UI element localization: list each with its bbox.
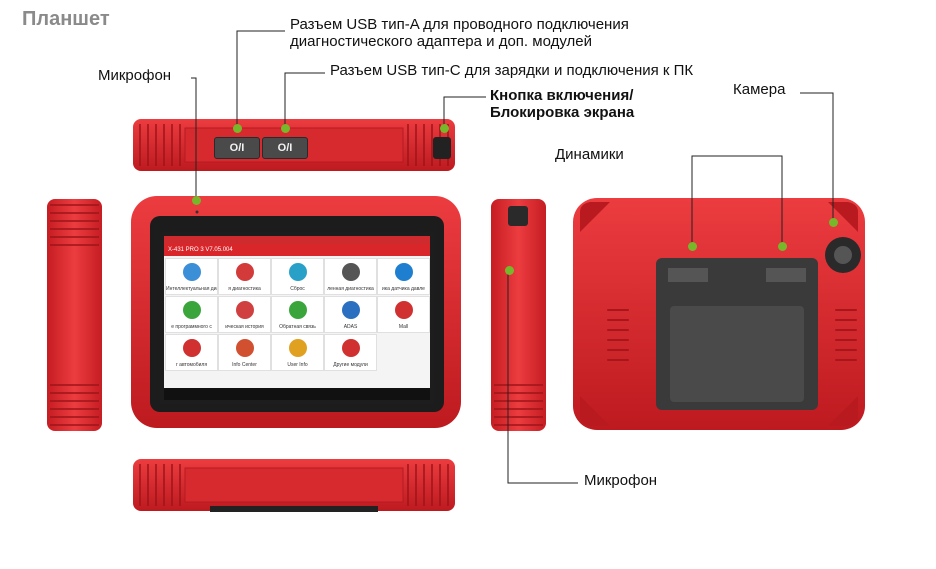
app-tile-label: Сброс <box>290 286 305 292</box>
app-tile-icon <box>182 263 201 281</box>
app-tile: Интеллектуальная диагностика <box>165 258 218 295</box>
microphone-bottom-label: Микрофон <box>584 472 658 489</box>
app-tile-label: я диагностика <box>228 286 261 292</box>
app-tile-icon <box>341 301 360 319</box>
app-tile-icon <box>182 301 201 319</box>
usb-a-label-line1: Разъем USB тип-A для проводного подключе… <box>290 16 629 33</box>
app-tile: User Info <box>271 334 324 371</box>
right-side-view <box>491 199 546 431</box>
power-button-label: Кнопка включения/ Блокировка экрана <box>490 87 634 121</box>
app-tile-label: Info Center <box>232 362 257 368</box>
app-tile-icon <box>182 339 201 357</box>
app-tile-icon <box>394 301 413 319</box>
app-tile: Другие модули <box>324 334 377 371</box>
app-tile: Info Center <box>218 334 271 371</box>
speaker-right-pointer-dot <box>777 241 787 251</box>
app-tile-label: ика датчика давле <box>382 286 425 292</box>
app-header: X-431 PRO 3 V7.05.004 <box>164 244 430 256</box>
left-side-view <box>47 199 102 431</box>
app-tile-icon <box>235 339 254 357</box>
navigation-bar <box>164 388 430 400</box>
microphone-top-label: Микрофон <box>98 67 172 84</box>
usb-c-label: Разъем USB тип-C для зарядки и подключен… <box>330 62 694 79</box>
speaker-left-pointer-dot <box>687 241 697 251</box>
speakers-label: Динамики <box>555 146 624 163</box>
power-label-line1: Кнопка включения/ <box>490 87 634 104</box>
leader-lines <box>191 30 834 484</box>
app-tile-icon <box>235 263 254 281</box>
microphone-top-pointer-dot <box>191 195 201 205</box>
status-bar <box>164 236 430 244</box>
app-tile-label: ADAS <box>343 324 358 330</box>
usb-a-label-line2: диагностического адаптера и доп. модулей <box>290 33 592 50</box>
app-tile-label: г автомобиля <box>175 362 208 368</box>
app-tile: ленная диагностика <box>324 258 377 295</box>
power-label-line2: Блокировка экрана <box>490 104 635 121</box>
app-tile-icon <box>394 263 413 281</box>
bottom-edge-view <box>133 459 455 512</box>
app-tile: ическая история <box>218 296 271 333</box>
page-title: Планшет <box>22 8 110 30</box>
power-pointer-dot <box>439 123 449 133</box>
app-tile: г автомобиля <box>165 334 218 371</box>
app-tile-icon <box>341 263 360 281</box>
app-tile-label: Mall <box>398 324 409 330</box>
app-tile-label: Другие модули <box>333 362 368 368</box>
usb-a-pointer-dot <box>232 123 242 133</box>
app-tile-label: е программного с <box>171 324 212 330</box>
camera-label: Камера <box>733 81 786 98</box>
app-tile-icon <box>288 301 307 319</box>
app-tile: Mall <box>377 296 430 333</box>
usb-a-label: Разъем USB тип-A для проводного подключе… <box>290 16 629 50</box>
app-tile-label: ленная диагностика <box>327 286 374 292</box>
app-tile-icon <box>288 263 307 281</box>
tablet-screen: X-431 PRO 3 V7.05.004 Интеллектуальная д… <box>160 232 434 404</box>
back-view <box>573 198 865 430</box>
app-tile-label: Обратная связь <box>279 324 316 330</box>
app-tile: ADAS <box>324 296 377 333</box>
app-tile: Обратная связь <box>271 296 324 333</box>
microphone-side-pointer-dot <box>504 265 514 275</box>
usb-c-port: O/I <box>262 137 308 159</box>
app-tile-label: User Info <box>287 362 308 368</box>
app-tile: Сброс <box>271 258 324 295</box>
usb-a-port: O/I <box>214 137 260 159</box>
app-tile-icon <box>235 301 254 319</box>
app-tile-icon <box>288 339 307 357</box>
app-tile: я диагностика <box>218 258 271 295</box>
app-tile-icon <box>341 339 360 357</box>
usb-c-pointer-dot <box>280 123 290 133</box>
app-tile: е программного с <box>165 296 218 333</box>
app-tile-label: Интеллектуальная диагностика <box>166 286 217 292</box>
app-tile-label: ическая история <box>225 324 264 330</box>
app-tile: ика датчика давле <box>377 258 430 295</box>
camera-pointer-dot <box>828 217 838 227</box>
